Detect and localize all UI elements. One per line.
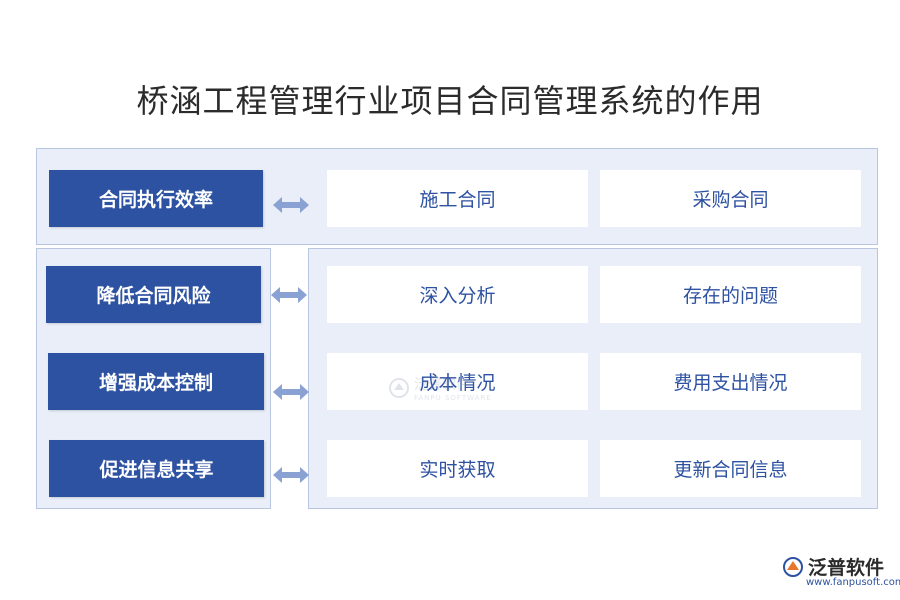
brand-logo: 泛普软件 (782, 553, 884, 580)
double-arrow-icon (273, 467, 309, 483)
right-box-issues: 存在的问题 (600, 266, 861, 323)
brand-name: 泛普软件 (808, 557, 885, 579)
double-arrow-icon (273, 384, 309, 400)
brand-url: www.fanpusoft.com (806, 577, 900, 588)
right-box-update-info: 更新合同信息 (600, 440, 861, 497)
diagram-title: 桥涵工程管理行业项目合同管理系统的作用 (136, 82, 764, 120)
left-box-risk: 降低合同风险 (46, 266, 261, 323)
right-box-construction-contract: 施工合同 (327, 170, 588, 227)
left-box-info-sharing: 促进信息共享 (49, 440, 264, 497)
right-box-realtime: 实时获取 (327, 440, 588, 497)
double-arrow-icon (273, 197, 309, 213)
left-box-cost-control: 增强成本控制 (48, 353, 264, 410)
right-box-expense-status: 费用支出情况 (600, 353, 861, 410)
double-arrow-icon (271, 287, 307, 303)
brand-logo-icon (783, 556, 803, 577)
left-box-efficiency: 合同执行效率 (49, 170, 263, 227)
right-box-analysis: 深入分析 (327, 266, 588, 323)
right-box-cost-status: 成本情况 (327, 353, 588, 410)
right-box-procurement-contract: 采购合同 (600, 170, 861, 227)
